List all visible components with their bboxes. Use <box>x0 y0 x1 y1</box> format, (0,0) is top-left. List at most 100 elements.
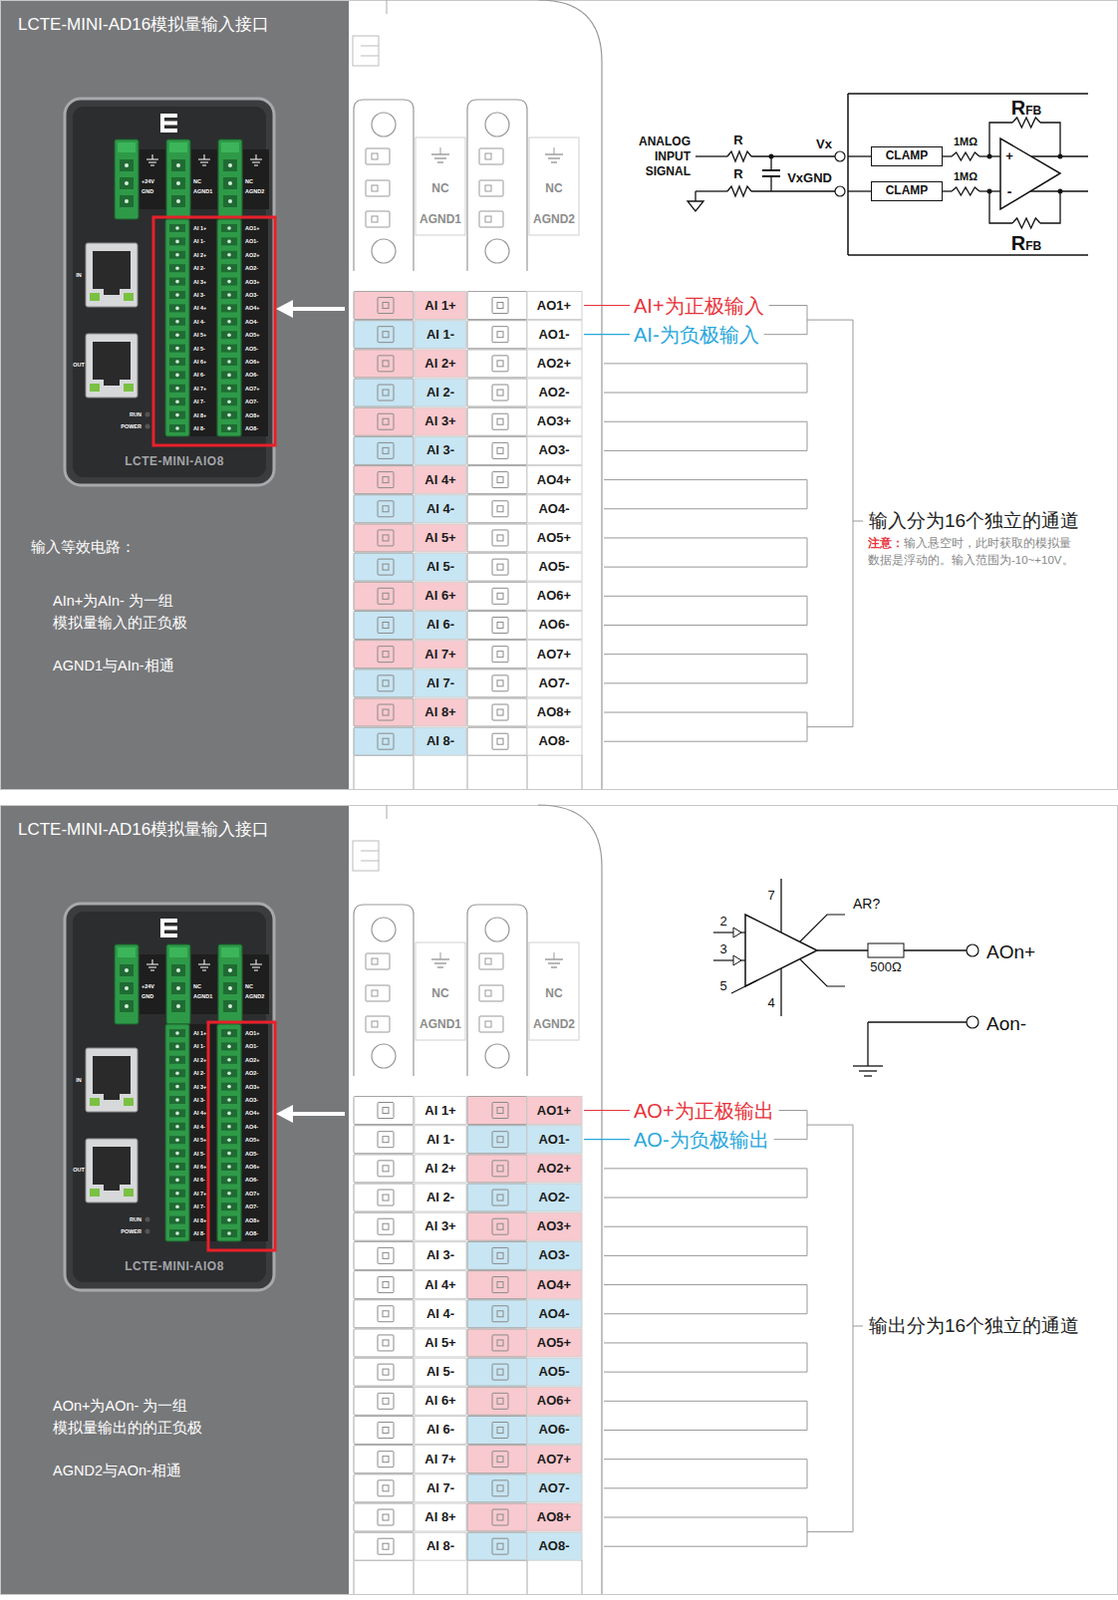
pin-name: AI 6- <box>426 1422 455 1438</box>
pin-dot <box>228 986 233 991</box>
bracket-line <box>603 1458 808 1460</box>
pin-hole <box>221 1096 238 1105</box>
label-cell <box>414 349 467 378</box>
label-cell <box>414 1212 467 1241</box>
plug-outline <box>353 99 414 272</box>
bracket-line <box>603 712 808 714</box>
ground-symbol <box>548 962 560 964</box>
ground-symbol <box>434 962 447 964</box>
screw-icon <box>377 587 394 604</box>
ground-symbol <box>152 959 154 965</box>
screw-cell <box>353 466 414 495</box>
wire <box>1040 122 1061 157</box>
pin-dot <box>175 1071 180 1076</box>
pin-marker <box>733 927 742 938</box>
bracket-line <box>807 480 809 510</box>
pin-name: AI 2+ <box>424 355 456 371</box>
screw-cell <box>467 1474 528 1503</box>
pin-label: AO2+ <box>245 252 261 259</box>
callout: AI+为正极输入 <box>633 293 765 317</box>
pin-dot <box>227 306 232 311</box>
pin-name: AI 2- <box>426 385 455 401</box>
housing-outline <box>413 1560 415 1595</box>
pin-name: AI 5- <box>426 1365 455 1381</box>
ground-symbol <box>852 1065 883 1067</box>
pin-label: AO5+ <box>245 331 261 338</box>
ground-symbol <box>198 964 211 966</box>
screw-cell <box>467 320 528 349</box>
pin-dot <box>227 253 232 258</box>
ground-symbol <box>687 201 704 212</box>
ground-symbol <box>434 157 447 159</box>
housing-outline <box>467 755 469 790</box>
screw-cell <box>467 610 528 639</box>
label-cell <box>414 1445 467 1474</box>
pin-dot <box>175 1031 180 1036</box>
pin-hole <box>119 177 134 190</box>
pin-name: AO4+ <box>537 1277 571 1293</box>
screw-cell <box>353 553 414 581</box>
screw-icon <box>492 646 509 663</box>
bracket-line <box>807 1124 853 1126</box>
pin-label: AO8- <box>245 425 259 432</box>
pin-hole <box>223 1000 238 1013</box>
screw-cell <box>467 698 528 727</box>
pin-hole <box>221 1042 238 1051</box>
screw-icon <box>382 1514 389 1521</box>
screw-icon <box>497 1311 504 1318</box>
pin-hole <box>221 1122 238 1131</box>
pin-label: +24V <box>141 983 155 990</box>
summary: 输出分为16个独立的通道 <box>868 1315 1080 1338</box>
pin-name: AI 4- <box>426 501 455 517</box>
pin-name: AI 6+ <box>424 1394 456 1409</box>
screw-icon <box>492 1538 509 1555</box>
pin-hole <box>221 1029 238 1038</box>
pin-name: AI 4+ <box>424 472 456 488</box>
bracket-line <box>603 741 808 743</box>
screw-cell <box>467 466 528 495</box>
screw-cell <box>353 1503 414 1532</box>
label-strip <box>242 1024 269 1242</box>
terminal-slot <box>485 216 492 223</box>
pin-label: AI 1- <box>193 238 206 245</box>
signal-label: ANALOG INPUT SIGNAL <box>620 134 691 180</box>
screw-cell <box>353 1300 414 1329</box>
pin-hole <box>169 264 186 273</box>
pin-label: AO7- <box>245 398 259 405</box>
ground-symbol <box>252 967 261 969</box>
pin-name: AO2+ <box>537 1160 571 1176</box>
bracket-line <box>603 392 808 394</box>
pin-hole <box>223 177 238 190</box>
screw-cell <box>353 1241 414 1270</box>
pin-label: AO7- <box>245 1203 259 1210</box>
pin-name: AI 8+ <box>424 705 456 721</box>
pin-dot <box>175 1058 180 1063</box>
signal-label: Aon- <box>986 1013 1027 1036</box>
pin-dot <box>227 1058 232 1063</box>
pin-dot <box>227 386 232 391</box>
terminal-slot <box>365 985 390 1002</box>
screw-cell <box>467 1125 528 1154</box>
screw-cell <box>353 1125 414 1154</box>
terminal-slot <box>365 1016 390 1033</box>
led <box>89 1188 100 1197</box>
screw-icon <box>382 418 389 425</box>
device: LCTE-MINI-AIO8 <box>64 98 284 486</box>
resistor-symbol <box>727 186 752 197</box>
screw-cell <box>467 1097 528 1125</box>
screw-icon <box>497 1108 504 1115</box>
bracket-line <box>603 1342 808 1344</box>
leader-line <box>583 1138 630 1140</box>
label-cell <box>527 581 582 610</box>
label-cell <box>527 610 582 639</box>
rj45-port <box>85 1048 138 1113</box>
terminal-plug <box>166 139 191 220</box>
pin-dot <box>175 1164 180 1169</box>
terminal-label: AGND1 <box>419 213 462 228</box>
bracket-line <box>807 1168 809 1198</box>
logo-outline <box>352 840 379 871</box>
pin-name: AI 1- <box>426 326 455 342</box>
terminal-slot <box>479 985 504 1002</box>
screw-icon <box>377 501 394 518</box>
